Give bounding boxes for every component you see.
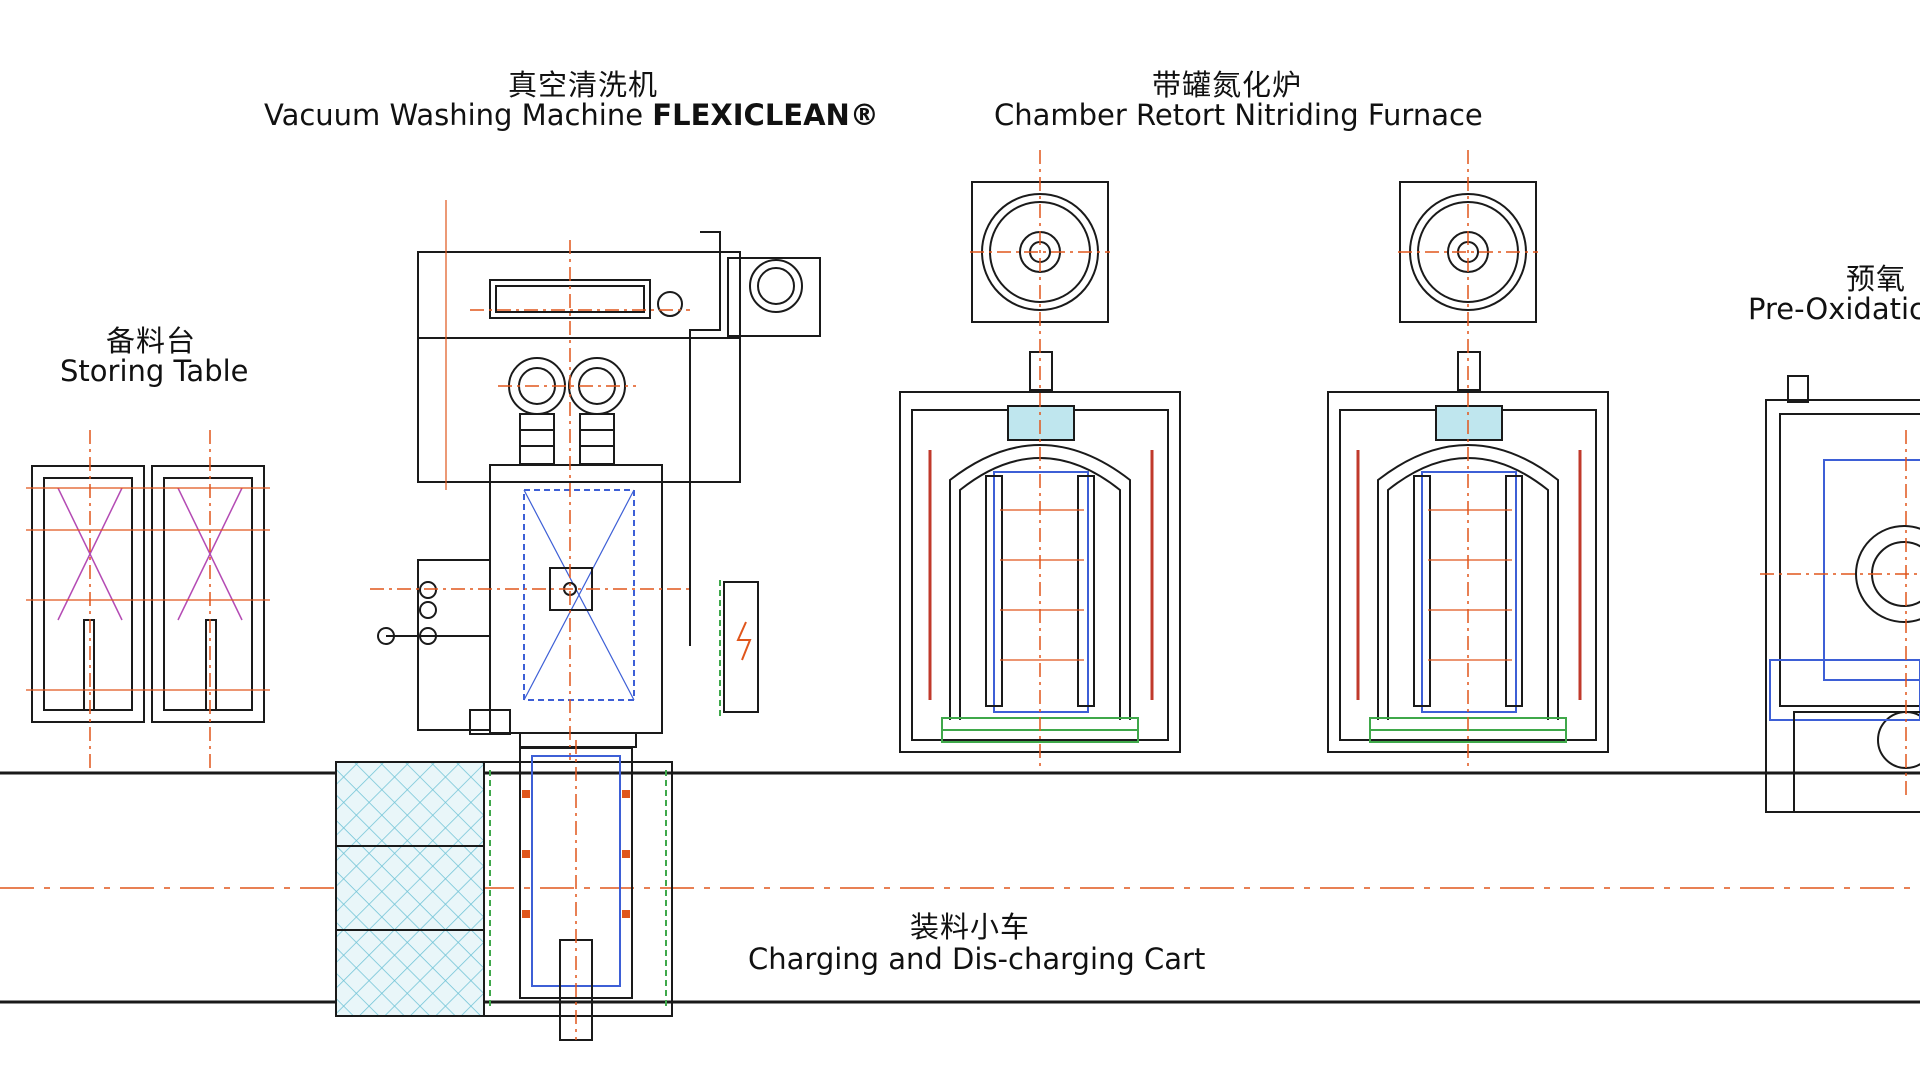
- washer-label-en: Vacuum Washing Machine FLEXICLEAN®: [264, 98, 879, 132]
- pre-oxidation-furnace: [1760, 375, 1920, 813]
- nitriding-furnace-2: [1327, 150, 1609, 770]
- washer-label-en-text: Vacuum Washing Machine: [264, 98, 644, 132]
- storing-label-en: Storing Table: [60, 354, 249, 388]
- vacuum-washing-machine: [370, 200, 821, 760]
- nitriding-furnace-1: [899, 150, 1181, 770]
- cart-label-cn: 装料小车: [910, 910, 1031, 944]
- furnace-label-en: Chamber Retort Nitriding Furnace: [994, 98, 1483, 132]
- storing-table: [26, 430, 270, 770]
- preox-label-cn: 预氧: [1846, 262, 1907, 296]
- charging-cart: [335, 740, 673, 1041]
- storing-label-cn: 备料台: [106, 324, 197, 358]
- preox-label-en: Pre-Oxidatic: [1748, 292, 1920, 326]
- washer-brand: FLEXICLEAN®: [652, 98, 879, 132]
- cart-label-en: Charging and Dis-charging Cart: [748, 942, 1206, 976]
- washer-label-cn: 真空清洗机: [508, 68, 659, 102]
- rail-track: [0, 771, 1920, 1004]
- furnace-label-cn: 带罐氮化炉: [1152, 68, 1303, 102]
